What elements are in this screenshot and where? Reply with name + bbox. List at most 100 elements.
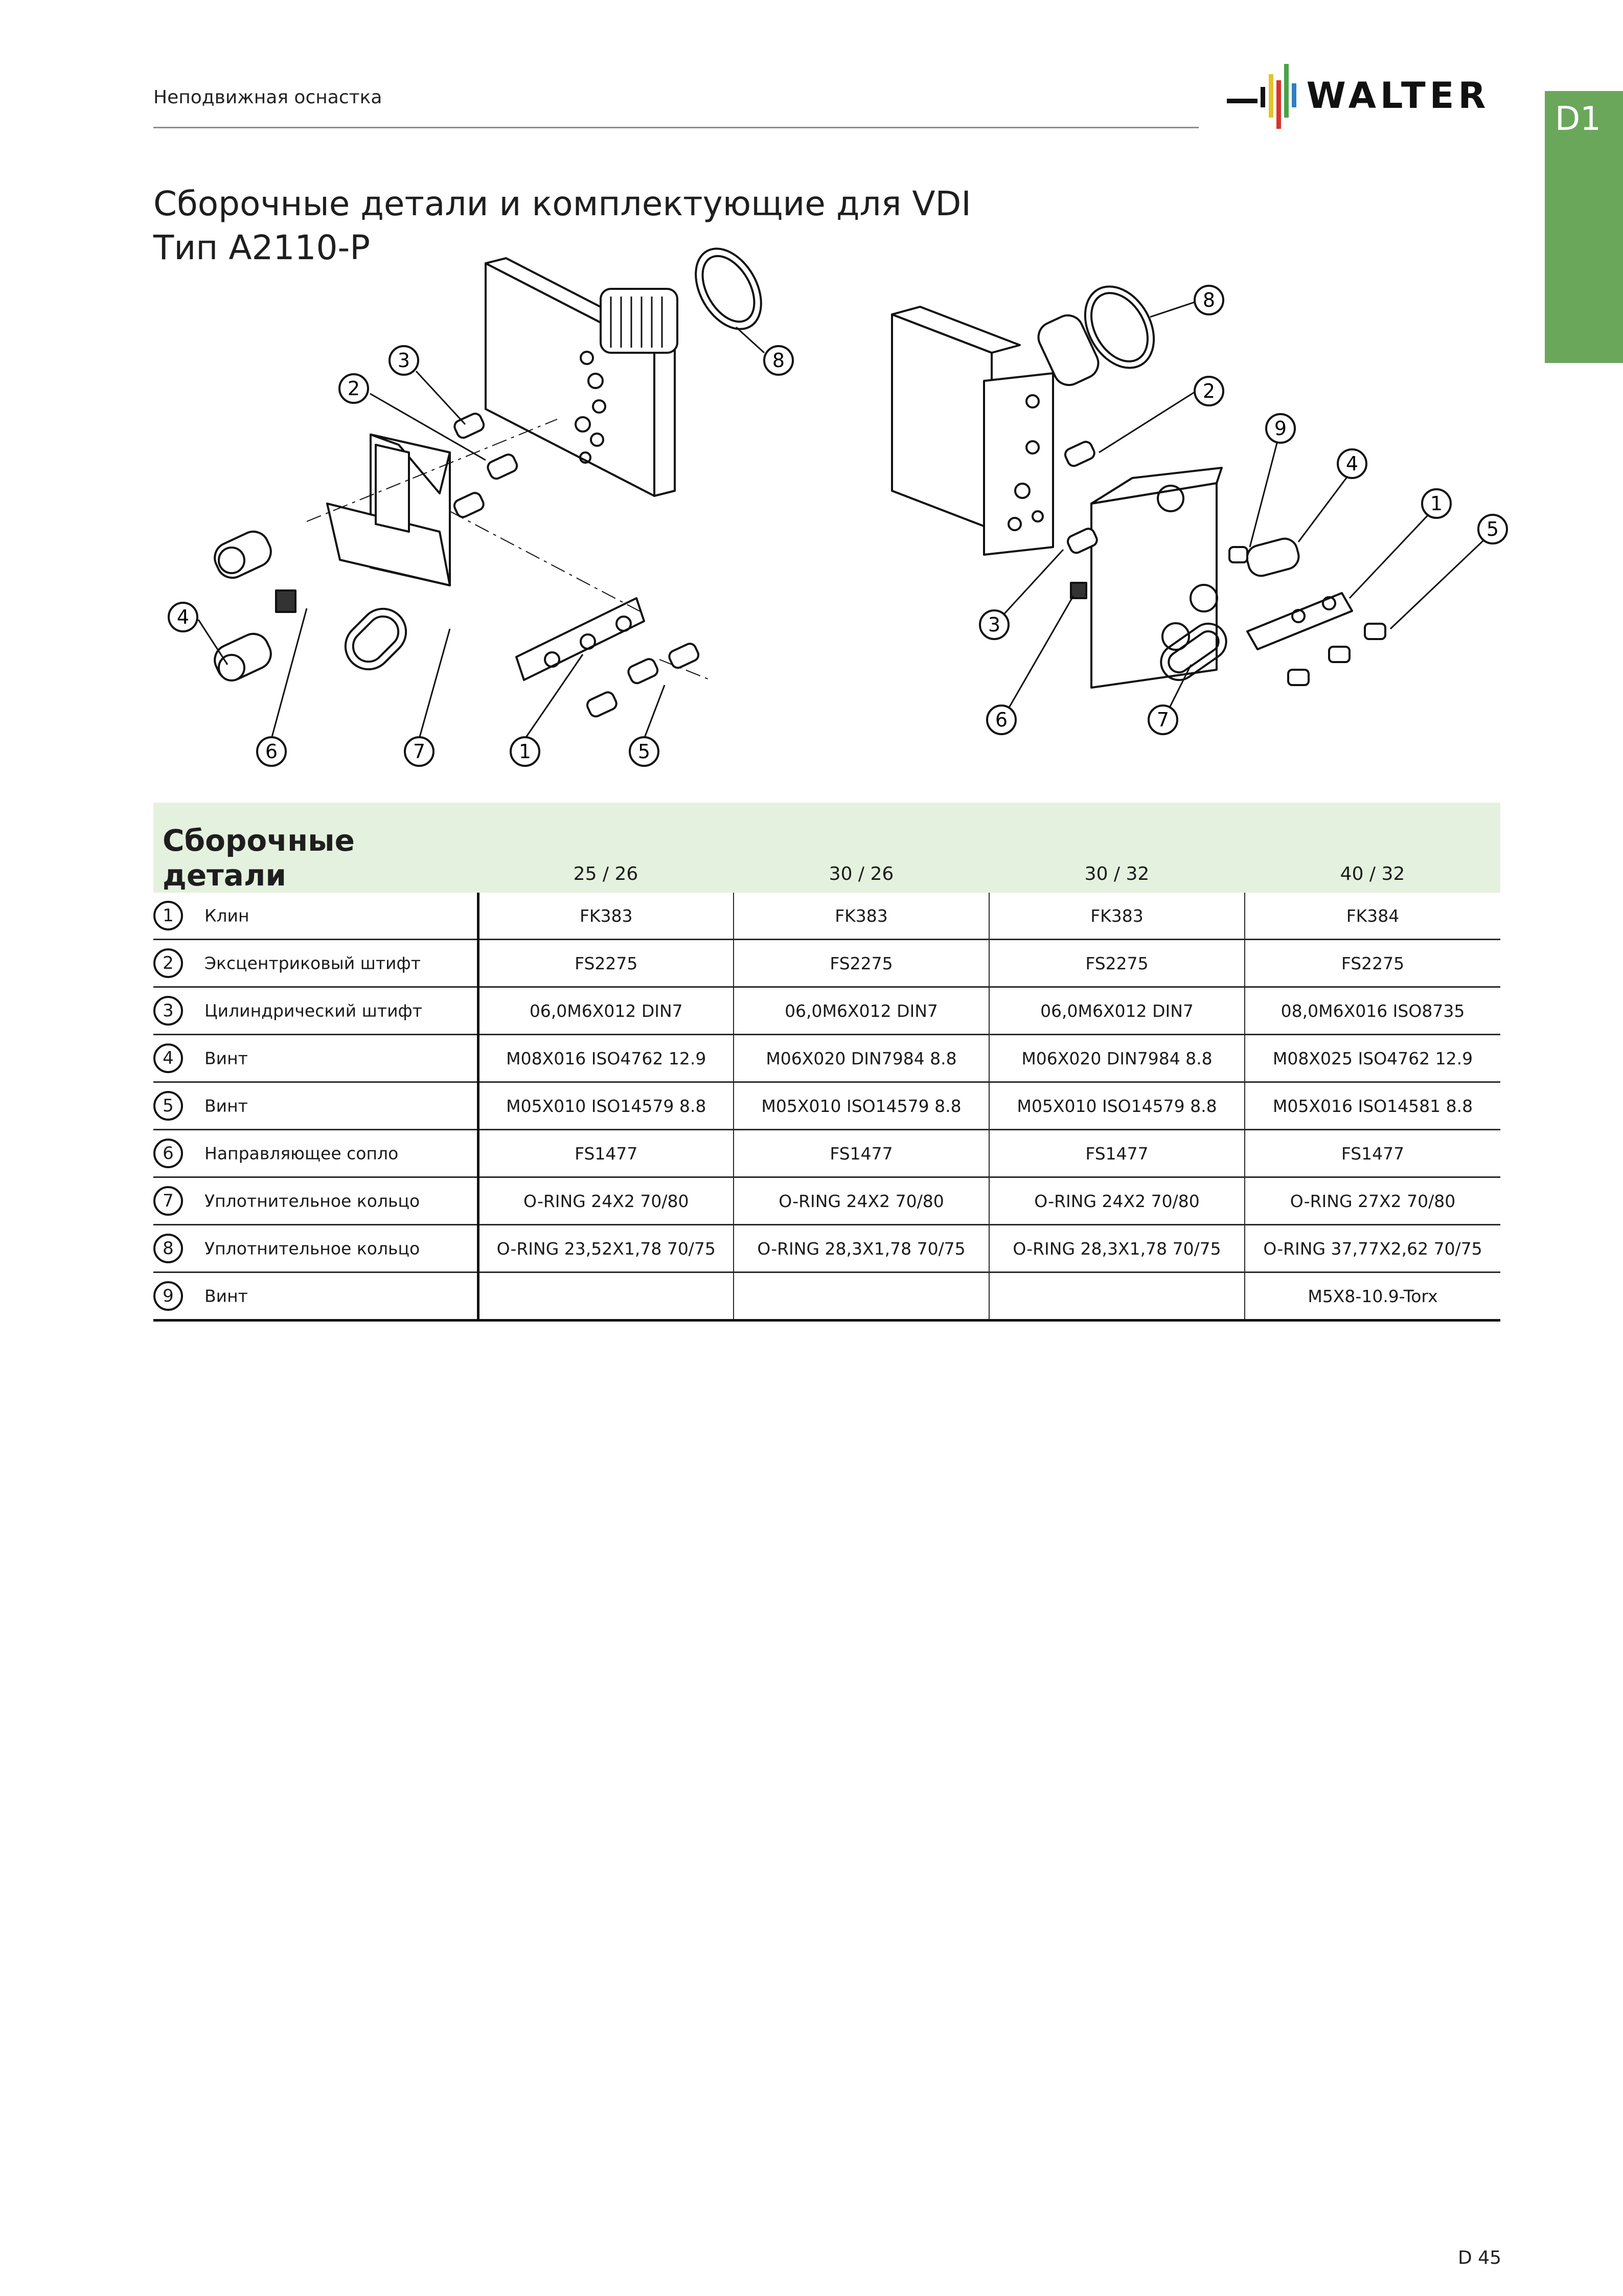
part-value-cell: 08,0M6X016 ISO8735 [1244,987,1500,1035]
part-value-cell: FS2275 [733,939,989,988]
chapter-tab[interactable]: D1 [1545,91,1623,363]
part-value-cell: O-RING 37,77X2,62 70/75 [1244,1224,1500,1273]
part-value-cell: FK384 [1244,893,1500,940]
part-number-badge: 1 [153,901,183,930]
part-name: Направляющее сопло [204,1143,399,1164]
part-name-cell: 7 Уплотнительное кольцо [153,1177,478,1225]
callout-left-1: 1 [519,740,531,763]
part-value-cell: 06,0M6X012 DIN7 [989,987,1245,1035]
part-value-cell [476,1272,734,1322]
part-name: Винт [204,1096,248,1116]
part-value-cell: M05X010 ISO14579 8.8 [989,1082,1245,1130]
part-value-cell: M06X020 DIN7984 8.8 [733,1034,989,1083]
part-value-cell: M08X016 ISO4762 12.9 [476,1034,734,1083]
part-value-cell: M5X8-10.9-Torx [1244,1272,1500,1322]
part-name-cell: 5 Винт [153,1082,478,1130]
part-value-cell: O-RING 28,3X1,78 70/75 [989,1224,1245,1273]
part-value-cell: O-RING 23,52X1,78 70/75 [476,1224,734,1273]
callout-left-2: 2 [348,377,360,400]
part-value-cell: FS1477 [476,1129,734,1178]
page-title-line1: Сборочные детали и комплектующие для VDI [153,184,971,223]
part-value-cell: FK383 [733,893,989,940]
part-value-cell: FS2275 [476,939,734,988]
callout-right-9: 9 [1274,417,1287,440]
part-value-cell: 06,0M6X012 DIN7 [476,987,734,1035]
part-value-cell: FS2275 [1244,939,1500,988]
part-value-cell: FS2275 [989,939,1245,988]
callout-left-5: 5 [638,740,650,763]
part-value-cell: FS1477 [733,1129,989,1178]
part-name: Эксцентриковый штифт [204,953,421,973]
part-number-badge: 2 [153,948,183,978]
part-value-cell: FS1477 [989,1129,1245,1178]
part-name: Уплотнительное кольцо [204,1191,420,1211]
callout-left-4: 4 [177,606,189,628]
part-name-cell: 3 Цилиндрический штифт [153,987,478,1035]
callout-right-4: 4 [1346,452,1358,475]
part-value-cell [989,1272,1245,1322]
part-name: Клин [204,905,249,926]
part-number-badge: 7 [153,1186,183,1216]
part-value-cell: O-RING 24X2 70/80 [476,1177,734,1225]
callout-right-1: 1 [1430,492,1443,515]
part-name: Уплотнительное кольцо [204,1238,420,1259]
part-number-badge: 6 [153,1139,183,1168]
part-value-cell: FK383 [476,893,734,940]
part-value-cell: O-RING 24X2 70/80 [989,1177,1245,1225]
table-row: 9 Винт M5X8-10.9-Torx [153,1272,1500,1322]
callout-right-2: 2 [1203,380,1215,402]
callout-right-8: 8 [1203,289,1215,311]
header-divider [153,127,1199,128]
part-name-cell: 1 Клин [153,893,478,940]
callout-right-5: 5 [1487,518,1499,540]
part-value-cell: 06,0M6X012 DIN7 [733,987,989,1035]
callout-left-6: 6 [265,740,278,763]
callout-left-7: 7 [413,740,425,763]
part-name: Винт [204,1048,248,1069]
logo-text: WALTER [1307,75,1490,117]
column-header: 25 / 26 [478,803,734,893]
table-heading: Сборочные детали [153,803,478,893]
part-number-badge: 4 [153,1043,183,1073]
chapter-label: D1 [1555,100,1601,138]
part-value-cell: FS1477 [1244,1129,1500,1178]
table-header-row: Сборочные детали 25 / 26 30 / 26 30 / 32… [153,803,1500,893]
part-number-badge: 8 [153,1234,183,1263]
part-name-cell: 2 Эксцентриковый штифт [153,939,478,988]
column-header: 30 / 32 [989,803,1245,893]
section-title: Неподвижная оснастка [153,87,382,108]
part-name-cell: 6 Направляющее сопло [153,1129,478,1178]
part-name: Винт [204,1286,248,1306]
callout-right-7: 7 [1157,709,1169,731]
part-name-cell: 8 Уплотнительное кольцо [153,1224,478,1273]
part-value-cell [733,1272,989,1322]
part-name: Цилиндрический штифт [204,1001,422,1021]
part-number-badge: 3 [153,996,183,1026]
page-number: D 45 [1458,2247,1501,2268]
part-number-badge: 5 [153,1091,183,1121]
part-value-cell: M06X020 DIN7984 8.8 [989,1034,1245,1083]
callout-left-8: 8 [772,349,785,372]
part-value-cell: M05X016 ISO14581 8.8 [1244,1082,1500,1130]
part-value-cell: M05X010 ISO14579 8.8 [476,1082,734,1130]
callout-right-3: 3 [988,613,1000,636]
part-value-cell: O-RING 27X2 70/80 [1244,1177,1500,1225]
part-value-cell: O-RING 24X2 70/80 [733,1177,989,1225]
callout-left-3: 3 [398,349,410,372]
part-value-cell: FK383 [989,893,1245,940]
part-name-cell: 9 Винт [153,1272,478,1322]
part-value-cell: M08X025 ISO4762 12.9 [1244,1034,1500,1083]
page-title-line2: Тип A2110-P [153,228,371,267]
parts-table: Сборочные детали 25 / 26 30 / 26 30 / 32… [153,803,1500,1322]
part-value-cell: M05X010 ISO14579 8.8 [733,1082,989,1130]
walter-logo: WALTER [1227,64,1490,129]
part-number-badge: 9 [153,1281,183,1311]
column-header: 40 / 32 [1245,803,1500,893]
column-header: 30 / 26 [734,803,989,893]
